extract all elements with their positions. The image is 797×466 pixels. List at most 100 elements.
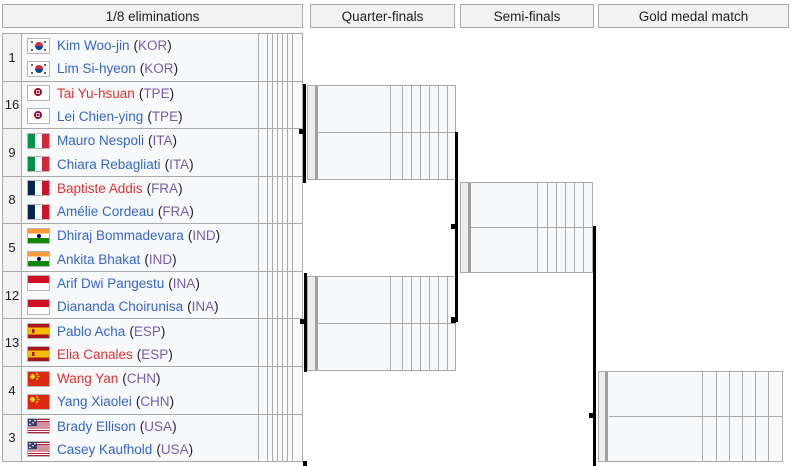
- flag-icon-ita[interactable]: [27, 156, 50, 173]
- match-box-quarterfinal-1: [307, 85, 456, 180]
- noc-link[interactable]: ITA: [148, 133, 177, 148]
- athlete-name-link[interactable]: Wang Yan: [57, 371, 119, 387]
- flag-icon-esp[interactable]: [27, 323, 50, 340]
- athlete-name-link[interactable]: Chiara Rebagliati: [57, 156, 161, 172]
- athlete-name-link[interactable]: Elia Canales: [57, 346, 133, 362]
- flag-icon-ita[interactable]: [27, 132, 50, 149]
- score-cell: [287, 271, 292, 319]
- noc-link[interactable]: FRA: [158, 204, 194, 219]
- noc-link[interactable]: CHN: [122, 371, 160, 386]
- flag-icon-usa[interactable]: [27, 418, 50, 435]
- athlete-name-link[interactable]: Dhiraj Bommadevara: [57, 228, 184, 244]
- bracket-connector-qf2: [304, 273, 307, 372]
- match-score-cells: [702, 372, 782, 461]
- score-cell: [742, 372, 755, 461]
- score-cell: [272, 129, 277, 176]
- team-block: 9 Mauro Nespoli ITA Chiara Rebagliati IT…: [3, 129, 302, 177]
- athlete-name-link[interactable]: Yang Xiaolei: [57, 394, 132, 410]
- noc-link[interactable]: IND: [144, 252, 176, 267]
- flag-icon-chn[interactable]: [27, 370, 50, 387]
- score-cell: [258, 81, 267, 129]
- noc-link[interactable]: USA: [140, 419, 177, 434]
- score-cell: [272, 176, 277, 224]
- noc-link[interactable]: ESP: [129, 324, 165, 339]
- seed-label: 1: [3, 34, 22, 81]
- score-cell: [537, 183, 547, 272]
- flag-icon-ind[interactable]: [27, 251, 50, 268]
- score-cell: [287, 176, 292, 224]
- flag-icon-ind[interactable]: [27, 227, 50, 244]
- athlete-name-link[interactable]: Pablo Acha: [57, 323, 126, 339]
- athlete-name-link[interactable]: Brady Ellison: [57, 418, 136, 434]
- flag-icon-tpe[interactable]: [27, 108, 50, 125]
- match-accent-bar: [468, 183, 471, 272]
- flag-icon-fra[interactable]: [27, 180, 50, 197]
- flag-icon-tpe[interactable]: [27, 85, 50, 102]
- athlete-name-link[interactable]: Lei Chien-ying: [57, 108, 144, 124]
- athlete-row: Arif Dwi Pangestu INA: [22, 272, 258, 295]
- athlete-row: Brady Ellison USA: [22, 415, 258, 438]
- noc-link[interactable]: IND: [188, 228, 220, 243]
- bracket-connector-qf2-stub: [300, 319, 305, 324]
- score-cell: [556, 183, 565, 272]
- score-cell: [292, 224, 302, 271]
- score-cell: [267, 81, 272, 129]
- match-box-quarterfinal-2: [307, 276, 456, 371]
- athlete-name-link[interactable]: Mauro Nespoli: [57, 133, 145, 149]
- noc-link[interactable]: INA: [168, 276, 200, 291]
- bracket-connector-sf1-end-stub: [451, 317, 456, 323]
- noc-link[interactable]: TPE: [147, 109, 182, 124]
- set-score-cells: [258, 129, 302, 176]
- eighth-eliminations-column: 1 Kim Woo-jin KOR Lim Si-hyeon KOR: [2, 33, 303, 462]
- seed-label: 12: [3, 271, 22, 319]
- team-names-cell: Dhiraj Bommadevara IND Ankita Bhakat IND: [22, 224, 258, 271]
- athlete-row: Baptiste Addis FRA: [22, 177, 258, 200]
- athlete-row: Amélie Cordeau FRA: [22, 200, 258, 223]
- score-cell: [258, 224, 267, 271]
- flag-icon-usa[interactable]: [27, 441, 50, 458]
- flag-icon-chn[interactable]: [27, 393, 50, 410]
- athlete-name-link[interactable]: Amélie Cordeau: [57, 204, 154, 220]
- noc-link[interactable]: CHN: [136, 394, 174, 409]
- match-row-divider: [609, 415, 782, 417]
- noc-link[interactable]: KOR: [134, 38, 172, 53]
- athlete-name-link[interactable]: Lim Si-hyeon: [57, 61, 136, 77]
- athlete-name-link[interactable]: Baptiste Addis: [57, 180, 143, 196]
- noc-link[interactable]: ESP: [137, 347, 173, 362]
- noc-link[interactable]: USA: [156, 442, 193, 457]
- score-cell: [565, 183, 574, 272]
- flag-icon-fra[interactable]: [27, 203, 50, 220]
- seed-label: 9: [3, 129, 22, 176]
- athlete-name-link[interactable]: Tai Yu-hsuan: [57, 85, 135, 101]
- flag-icon-ina[interactable]: [27, 298, 50, 315]
- score-cell: [258, 319, 267, 366]
- flag-icon-esp[interactable]: [27, 346, 50, 363]
- match-score-cells: [390, 277, 455, 370]
- score-cell: [267, 414, 272, 462]
- noc-link[interactable]: ITA: [165, 157, 194, 172]
- round-header-quarter-finals: Quarter-finals: [310, 4, 455, 28]
- team-block: 16 Tai Yu-hsuan TPE Lei Chien-ying TPE: [3, 81, 302, 130]
- score-cell: [277, 366, 282, 414]
- noc-link[interactable]: KOR: [140, 61, 178, 76]
- athlete-name-link[interactable]: Arif Dwi Pangestu: [57, 275, 165, 291]
- noc-link[interactable]: FRA: [147, 181, 183, 196]
- noc-link[interactable]: INA: [187, 299, 219, 314]
- score-cell: [420, 277, 429, 370]
- athlete-name-link[interactable]: Kim Woo-jin: [57, 38, 130, 54]
- flag-icon-kor[interactable]: [27, 37, 50, 54]
- athlete-row: Pablo Acha ESP: [22, 319, 258, 342]
- seed-label: 16: [3, 81, 22, 129]
- score-cell: [272, 414, 277, 462]
- athlete-row: Elia Canales ESP: [22, 343, 258, 366]
- noc-link[interactable]: TPE: [139, 86, 174, 101]
- flag-icon-kor[interactable]: [27, 60, 50, 77]
- score-cell: [292, 81, 302, 129]
- athlete-name-link[interactable]: Ankita Bhakat: [57, 251, 141, 267]
- athlete-name-link[interactable]: Diananda Choirunisa: [57, 299, 184, 315]
- flag-icon-ina[interactable]: [27, 275, 50, 292]
- match-left-column: [461, 183, 468, 272]
- seed-label: 13: [3, 319, 22, 366]
- athlete-name-link[interactable]: Casey Kaufhold: [57, 441, 153, 457]
